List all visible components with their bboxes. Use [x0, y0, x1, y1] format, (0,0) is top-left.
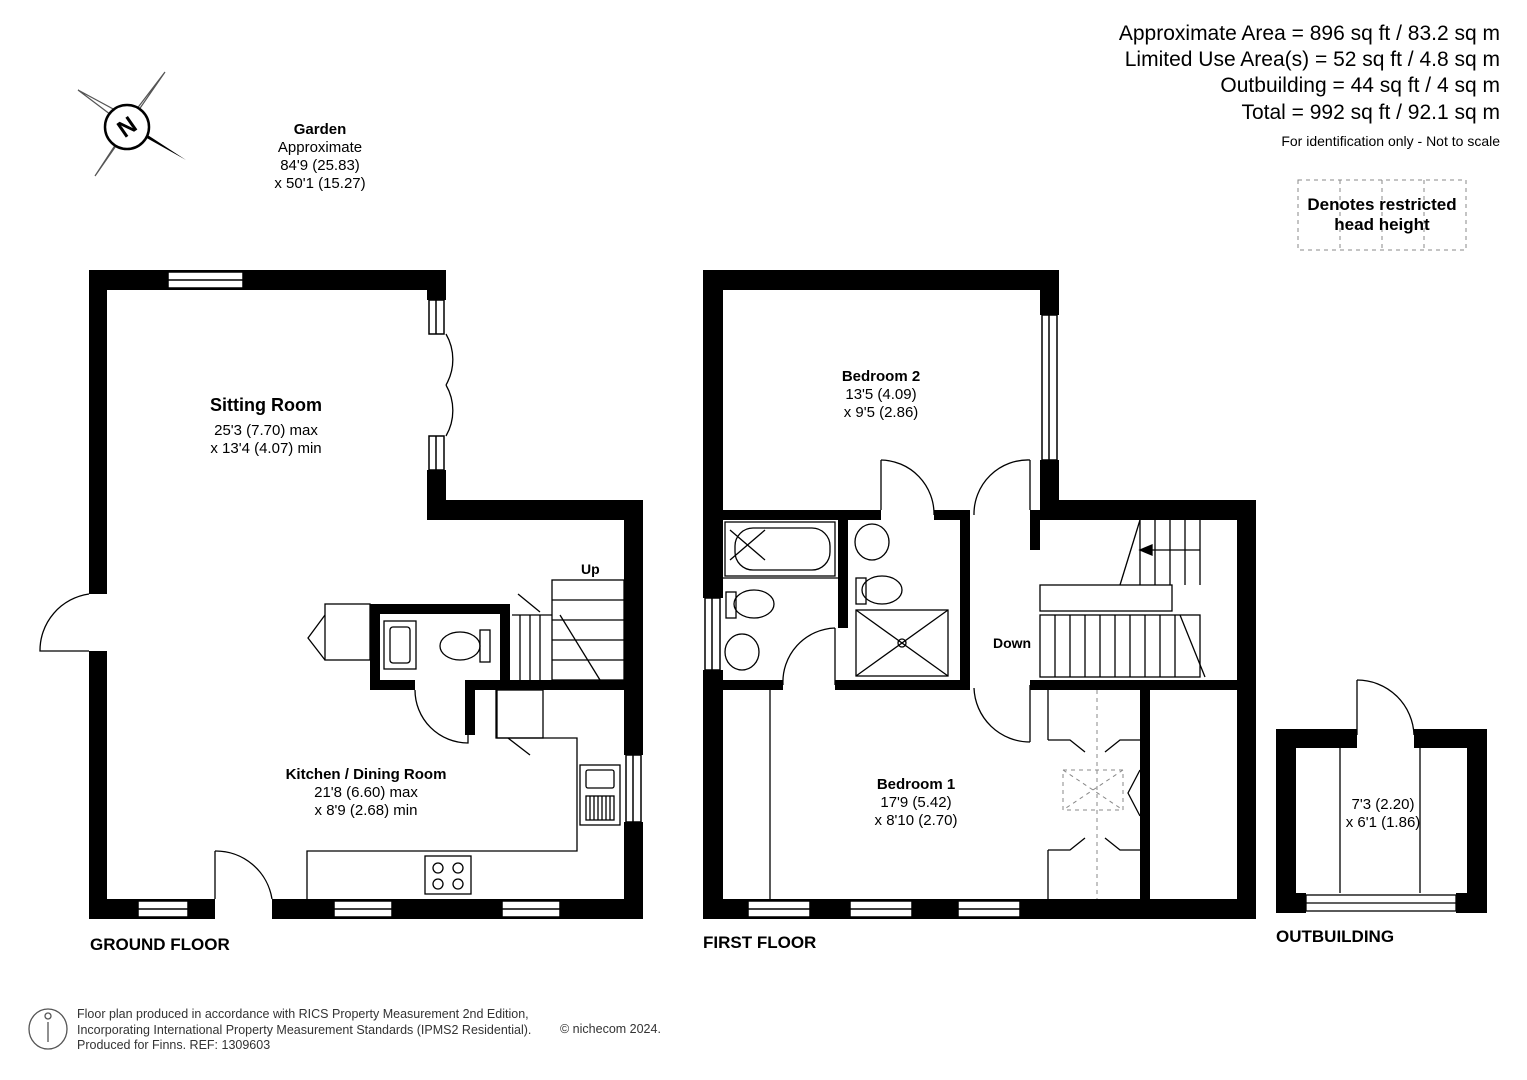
total-area: Total = 992 sq ft / 92.1 sq m: [1241, 101, 1500, 124]
stairs-down-label: Down: [993, 635, 1032, 651]
outbuilding-area: Outbuilding = 44 sq ft / 4 sq m: [1220, 74, 1500, 97]
footer-notes: Floor plan produced in accordance with R…: [77, 1007, 531, 1054]
outbuilding-label: 7'3 (2.20) x 6'1 (1.86): [1346, 796, 1421, 832]
outbuilding-fixtures: [1305, 679, 1457, 912]
restricted-head-height-areas: [1062, 179, 1467, 899]
kitchen-dim1: 21'8 (6.60) max: [314, 784, 418, 801]
ground-floor-fixtures: [39, 333, 625, 900]
outbuilding-dim1: 7'3 (2.20): [1351, 796, 1415, 813]
scale-note: For identification only - Not to scale: [1281, 133, 1500, 149]
kitchen-dim2: x 8'9 (2.68) min: [314, 802, 418, 819]
bedroom-1-label: Bedroom 1 17'9 (5.42) x 8'10 (2.70): [875, 776, 958, 830]
footer-line-3: Produced for Finns. REF: 1309603: [77, 1038, 271, 1052]
bedroom-2-name: Bedroom 2: [841, 368, 921, 385]
legend-line-1: Denotes restricted: [1307, 195, 1457, 214]
footer-line-2: Incorporating International Property Mea…: [77, 1022, 532, 1037]
first-floor-walls: [703, 270, 1256, 919]
first-floor-label: FIRST FLOOR: [703, 933, 817, 952]
bedroom-1-dim2: x 8'10 (2.70): [874, 812, 958, 829]
kitchen-label: Kitchen / Dining Room 21'8 (6.60) max x …: [286, 766, 447, 820]
ground-floor-label: GROUND FLOOR: [90, 935, 230, 954]
outbuilding-floor-label: OUTBUILDING: [1276, 927, 1395, 946]
sitting-room-label: Sitting Room 25'3 (7.70) max x 13'4 (4.0…: [210, 396, 322, 458]
bedroom-2-dim2: x 9'5 (2.86): [843, 404, 919, 421]
sitting-room-name: Sitting Room: [210, 395, 322, 415]
approximate-area: Approximate Area = 896 sq ft / 83.2 sq m: [1118, 22, 1500, 45]
garden-label: Garden Approximate 84'9 (25.83) x 50'1 (…: [274, 121, 365, 193]
bedroom-1-name: Bedroom 1: [876, 776, 956, 793]
ground-floor-walls: [89, 270, 643, 919]
garden-line3: x 50'1 (15.27): [274, 175, 366, 192]
ground-floor-windows: [137, 271, 642, 918]
outbuilding-walls: [1276, 729, 1487, 913]
bedroom-1-dim1: 17'9 (5.42): [880, 794, 952, 811]
kitchen-name: Kitchen / Dining Room: [285, 766, 447, 783]
stairs-up-label: Up: [581, 561, 600, 577]
north-arrow-icon: N: [77, 71, 186, 177]
footer-line-1: Floor plan produced in accordance with R…: [77, 1007, 529, 1021]
garden-line2: 84'9 (25.83): [280, 157, 360, 174]
sitting-room-dim2: x 13'4 (4.07) min: [210, 440, 322, 457]
first-floor-windows: [704, 314, 1058, 918]
person-icon: [28, 1008, 68, 1050]
sitting-room-dim1: 25'3 (7.70) max: [214, 422, 318, 439]
limited-use-area: Limited Use Area(s) = 52 sq ft / 4.8 sq …: [1124, 48, 1500, 71]
garden-name: Garden: [293, 121, 347, 138]
first-floor-fixtures: [723, 459, 1206, 899]
bedroom-2-dim1: 13'5 (4.09): [845, 386, 917, 403]
copyright: © nichecom 2024.: [560, 1022, 661, 1036]
garden-line1: Approximate: [277, 139, 363, 156]
legend-line-2: head height: [1334, 215, 1430, 234]
outbuilding-dim2: x 6'1 (1.86): [1345, 814, 1421, 831]
bedroom-2-label: Bedroom 2 13'5 (4.09) x 9'5 (2.86): [842, 368, 920, 422]
